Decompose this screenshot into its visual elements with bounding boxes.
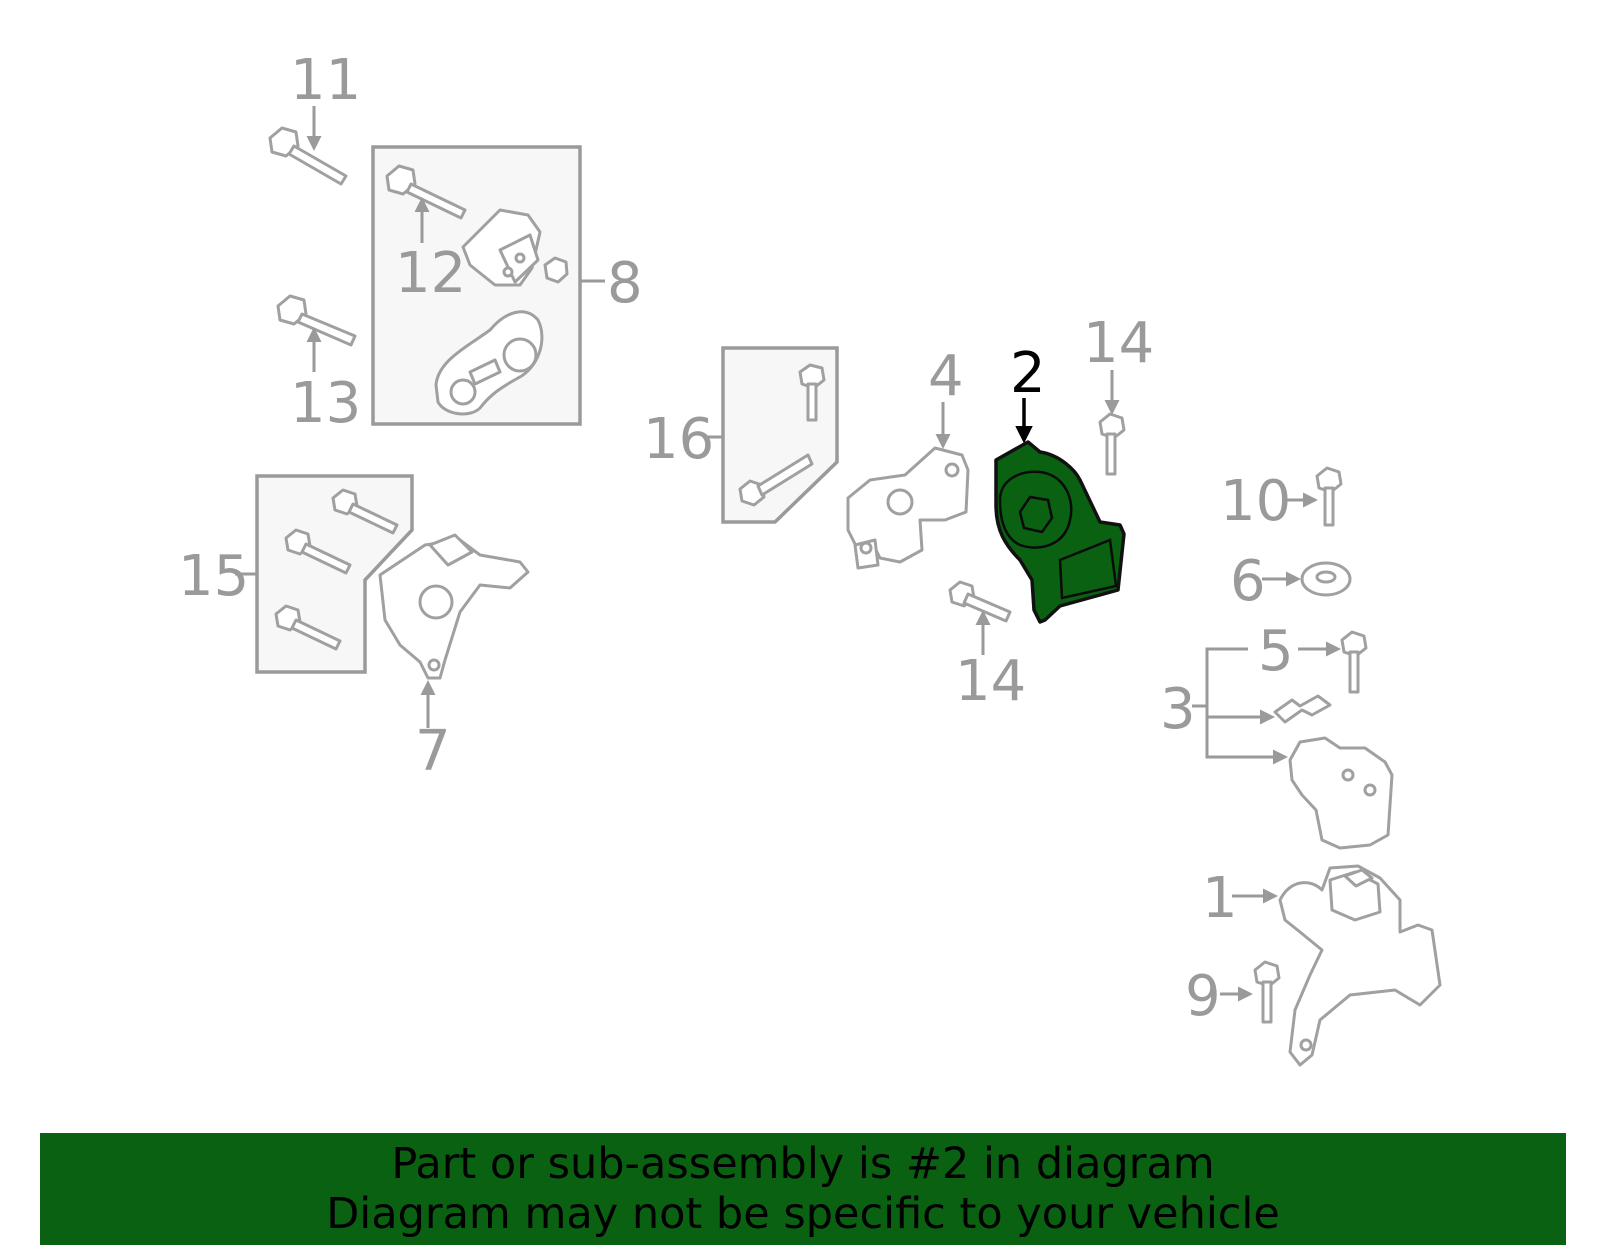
callout-16: 16 xyxy=(643,407,714,472)
bolt-9 xyxy=(1253,960,1281,1024)
bolt-13 xyxy=(276,294,357,347)
bolt-14-lower xyxy=(948,580,1012,623)
callout-8: 8 xyxy=(607,251,643,316)
callout-12: 12 xyxy=(395,241,466,306)
callout-15: 15 xyxy=(178,544,249,609)
bracket-3 xyxy=(1288,736,1394,850)
callout-9: 9 xyxy=(1185,964,1221,1029)
callout-7: 7 xyxy=(415,719,451,784)
nut-8 xyxy=(543,256,569,284)
highlighted-mount-2 xyxy=(994,440,1126,624)
callout-14-lower: 14 xyxy=(955,649,1026,714)
callout-11: 11 xyxy=(290,48,361,113)
bolt-15a xyxy=(331,488,399,535)
bracket-4 xyxy=(846,446,970,570)
bracket-7 xyxy=(378,533,530,680)
clip-3 xyxy=(1273,694,1332,724)
callout-13: 13 xyxy=(290,371,361,436)
callout-14-upper: 14 xyxy=(1083,311,1154,376)
bolt-5 xyxy=(1340,630,1368,694)
bolt-12 xyxy=(385,164,467,220)
info-banner: Part or sub-assembly is #2 in diagram Di… xyxy=(40,1133,1566,1245)
callout-4: 4 xyxy=(928,344,964,409)
callout-5: 5 xyxy=(1258,619,1294,684)
bolt-10 xyxy=(1315,466,1343,527)
bolt-15c xyxy=(274,604,342,651)
banner-line-1: Part or sub-assembly is #2 in diagram xyxy=(391,1139,1215,1189)
bolt-15b xyxy=(284,528,352,575)
bolt-16a xyxy=(798,363,826,422)
callout-2: 2 xyxy=(1010,341,1046,406)
upper-mount-block xyxy=(461,208,542,287)
callout-10: 10 xyxy=(1220,469,1291,534)
engine-mount-1 xyxy=(1278,864,1442,1067)
bolt-11 xyxy=(268,126,348,186)
callout-3: 3 xyxy=(1160,677,1196,742)
callout-6: 6 xyxy=(1230,549,1266,614)
torque-rod xyxy=(434,310,544,416)
bolt-16b xyxy=(738,453,814,507)
bolt-14-upper xyxy=(1098,412,1126,476)
callout-1: 1 xyxy=(1202,866,1238,931)
banner-line-2: Diagram may not be specific to your vehi… xyxy=(326,1189,1280,1239)
washer-6 xyxy=(1300,561,1352,597)
